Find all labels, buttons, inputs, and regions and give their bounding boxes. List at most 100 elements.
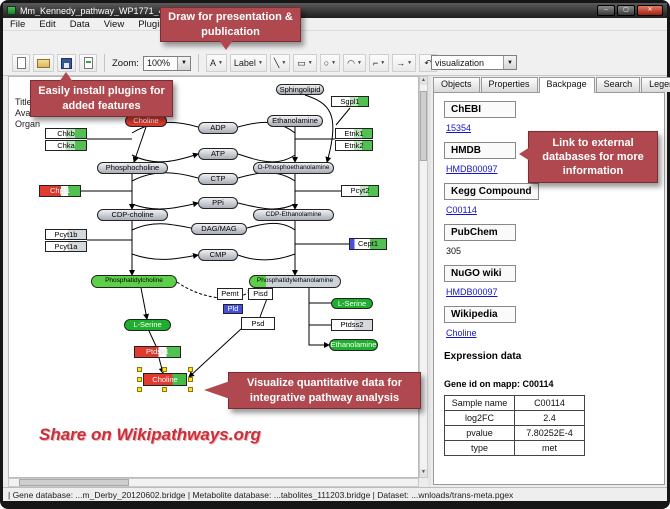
export-button[interactable] [79, 54, 97, 72]
chevron-down-icon[interactable]: ▼ [331, 60, 337, 66]
chevron-down-icon[interactable]: ▼ [281, 60, 287, 66]
datanode-tool[interactable]: Label▼ [229, 54, 267, 72]
scroll-down-icon[interactable]: ▼ [420, 469, 427, 477]
chevron-down-icon[interactable]: ▼ [380, 60, 386, 66]
menu-data[interactable]: Data [69, 18, 90, 30]
tab-objects[interactable]: Objects [433, 77, 480, 92]
pathway-node-cept1[interactable]: Cept1 [349, 238, 387, 250]
pathway-node-chkb[interactable]: Chkb [45, 128, 87, 139]
pathway-node-o-phosphoethanolamine[interactable]: O-Phosphoethanolamine [253, 162, 334, 174]
pathway-edge [246, 222, 296, 231]
selection-handle[interactable] [162, 367, 167, 372]
pathway-node-cdp-ethanolamine[interactable]: CDP-Ethanolamine [253, 209, 334, 221]
selection-handle[interactable] [137, 376, 142, 382]
visualization-combobox[interactable]: visualization ▼ [431, 55, 517, 70]
pathway-node-l-serine-left[interactable]: L-Serine [124, 319, 171, 331]
maximize-button[interactable]: ▢ [617, 5, 635, 16]
line-tool-icon: ╲ [273, 57, 280, 68]
menu-edit[interactable]: Edit [39, 18, 56, 30]
pathway-node-cmp[interactable]: CMP [198, 249, 238, 261]
pathway-node-l-serine-right[interactable]: L-Serine [331, 298, 373, 309]
oval-tool[interactable]: ○▼ [319, 54, 341, 72]
pathway-node-ptdss1[interactable]: Ptdss1 [134, 346, 181, 358]
menu-file[interactable]: File [10, 18, 26, 30]
callout-pointer-icon [519, 147, 530, 161]
pathway-node-phosphocholine[interactable]: Phosphocholine [97, 162, 168, 174]
chevron-down-icon[interactable]: ▼ [176, 56, 190, 70]
zoom-combobox[interactable]: 100% ▼ [142, 55, 191, 71]
chevron-down-icon[interactable]: ▼ [407, 60, 413, 66]
pathway-node-ctp[interactable]: CTP [198, 173, 238, 185]
pathway-node-atp[interactable]: ATP [198, 148, 238, 160]
canvas-horizontal-scrollbar[interactable] [8, 478, 419, 487]
pathway-node-ppi[interactable]: PPi [198, 197, 238, 209]
toolbar-row: Zoom: 100% ▼ A▼Label▼╲▼▭▼○▼◠▼⌐▼→▼↶ [12, 53, 438, 73]
pathway-edge [237, 253, 296, 261]
pathway-node-adp[interactable]: ADP [198, 122, 238, 134]
toolbar-separator [104, 54, 105, 72]
open-file-button[interactable] [33, 54, 54, 72]
backpage-section-value[interactable]: C00114 [446, 205, 477, 215]
backpage-section-value[interactable]: Choline [446, 328, 477, 338]
connector-tool[interactable]: ⌐▼ [368, 54, 390, 72]
pathway-node-sphingolipid[interactable]: Sphingolipid [276, 84, 324, 95]
chevron-down-icon[interactable]: ▼ [503, 56, 516, 69]
canvas-vertical-scrollbar[interactable]: ▲ ▼ [419, 76, 428, 478]
pathway-node-phosphatidylcholine[interactable]: Phosphatidylcholine [91, 275, 177, 288]
tab-properties[interactable]: Properties [480, 77, 538, 92]
chevron-down-icon[interactable]: ▼ [356, 60, 362, 66]
backpage-section-value[interactable]: 15354 [446, 123, 472, 133]
pathway-node-pemt[interactable]: Pemt [217, 288, 243, 300]
rect-tool[interactable]: ▭▼ [293, 54, 317, 72]
pathway-node-dag-mag[interactable]: DAG/MAG [191, 223, 247, 235]
text-label-tool[interactable]: A▼ [205, 54, 227, 72]
table-cell: log2FC [444, 410, 515, 426]
close-button[interactable]: ✕ [637, 5, 663, 16]
menu-view[interactable]: View [103, 18, 125, 30]
pathway-node-pcyt1a[interactable]: Pcyt1a [45, 241, 87, 252]
menu-plugins[interactable]: Plugins [138, 18, 170, 30]
arc-tool[interactable]: ◠▼ [343, 54, 366, 72]
line-tool[interactable]: ╲▼ [269, 54, 291, 72]
new-file-button[interactable] [12, 54, 30, 72]
selection-handle[interactable] [137, 387, 142, 392]
scroll-up-icon[interactable]: ▲ [420, 77, 427, 85]
pathway-node-pcyt2[interactable]: Pcyt2 [341, 185, 379, 197]
pathway-node-psd[interactable]: Psd [241, 317, 275, 330]
pathway-node-phosphatidylethanolamine[interactable]: Phosphatidylethanolamine [249, 275, 341, 288]
pathway-node-chka[interactable]: Chka [45, 140, 87, 151]
pathway-node-pld[interactable]: Pld [223, 304, 243, 314]
backpage-section-value[interactable]: HMDB00097 [446, 164, 498, 174]
tab-search[interactable]: Search [595, 77, 641, 92]
pathway-node-chpt1[interactable]: Chpt1 [39, 185, 81, 197]
panel-splitter[interactable] [428, 76, 431, 487]
save-button[interactable] [57, 54, 76, 72]
titlebar[interactable]: Mm_Kennedy_pathway_WP1771_45176.gpml –▢✕ [3, 3, 667, 18]
tab-legend[interactable]: Legend [641, 77, 670, 92]
chevron-down-icon[interactable]: ▼ [217, 60, 223, 66]
pathway-node-etnk2[interactable]: Etnk2 [335, 140, 373, 151]
selection-handle[interactable] [162, 387, 167, 392]
pathway-node-sgpl1[interactable]: Sgpl1 [331, 96, 369, 107]
chevron-down-icon[interactable]: ▼ [257, 60, 263, 66]
pathway-node-cdp-choline[interactable]: CDP-choline [97, 209, 168, 221]
pathway-node-choline-selected[interactable]: Choline [143, 373, 187, 386]
pathway-node-ptdss2[interactable]: Ptdss2 [331, 319, 373, 331]
minimize-button[interactable]: – [597, 5, 615, 16]
pathway-node-ethanolamine-top[interactable]: Ethanolamine [267, 115, 323, 127]
pathway-node-etnk1[interactable]: Etnk1 [335, 128, 373, 139]
interaction-tool[interactable]: →▼ [392, 54, 417, 72]
pathway-node-pcyt1b[interactable]: Pcyt1b [45, 229, 87, 240]
chevron-down-icon[interactable]: ▼ [307, 60, 313, 66]
selection-handle[interactable] [188, 367, 193, 372]
selection-handle[interactable] [188, 387, 193, 392]
backpage-section-value[interactable]: HMDB00097 [446, 287, 498, 297]
selection-handle[interactable] [137, 367, 142, 372]
pathway-node-ethanolamine-bottom[interactable]: Ethanolamine [329, 339, 378, 351]
horizontal-scroll-thumb[interactable] [19, 479, 129, 486]
pathway-node-pisd[interactable]: Pisd [248, 288, 273, 300]
vertical-scroll-thumb[interactable] [420, 91, 427, 161]
tab-backpage[interactable]: Backpage [538, 77, 595, 93]
selection-handle[interactable] [188, 376, 193, 382]
